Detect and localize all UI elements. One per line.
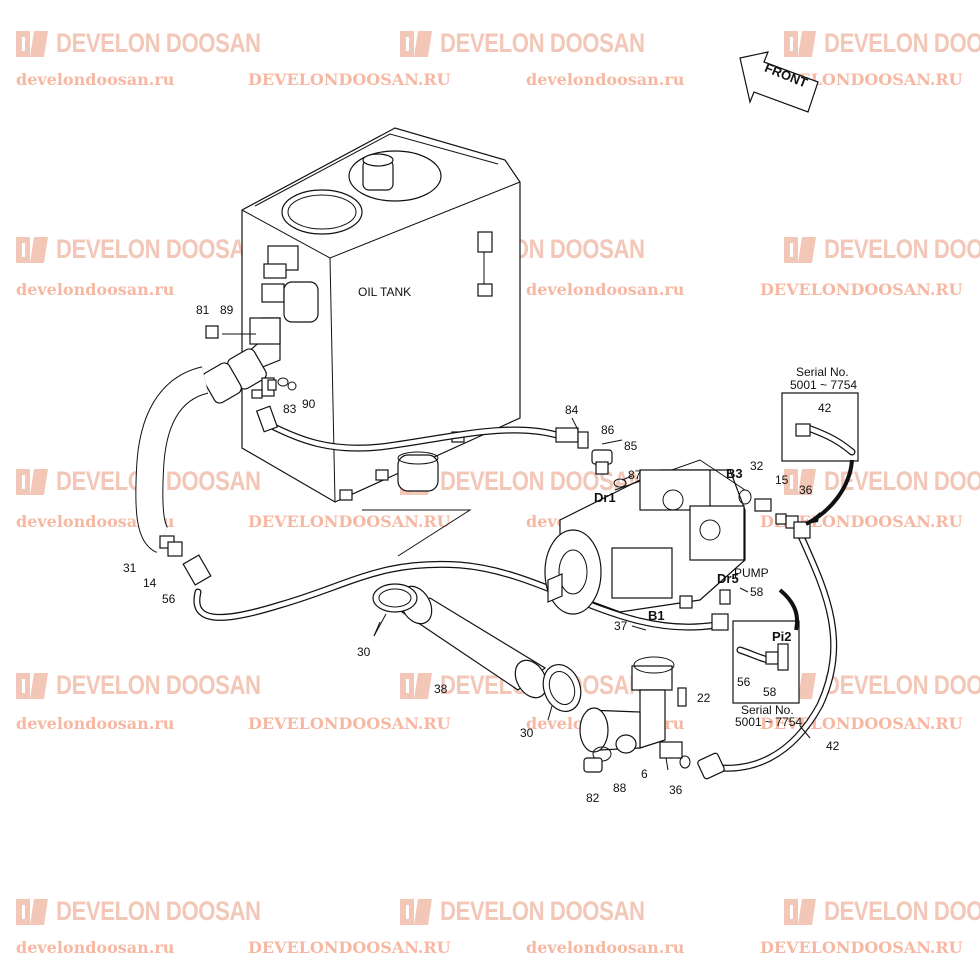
callout-6: 6	[641, 767, 648, 781]
watermark-url: develondoosan.ru	[16, 70, 175, 89]
watermark-url: develondoosan.ru	[16, 280, 175, 299]
pump-label: PUMP	[734, 566, 769, 580]
inset-serial-top: Serial No. 5001 ~ 7754	[781, 365, 859, 526]
tank-cover-plate	[281, 189, 363, 235]
callout-89: 89	[220, 303, 234, 317]
callout-32: 32	[750, 459, 764, 473]
callout-90: 90	[302, 397, 316, 411]
watermark-url: develondoosan.ru	[526, 280, 685, 299]
callout-37: 37	[614, 619, 628, 633]
serial-bottom-line1: Serial No.	[741, 703, 794, 717]
watermark-url: develondoosan.ru	[16, 938, 175, 957]
plug-82	[583, 757, 603, 773]
callout-38: 38	[434, 682, 448, 696]
callout-58: 58	[750, 585, 764, 599]
callout-42: 42	[826, 739, 840, 753]
suction-hose	[135, 366, 209, 553]
pump-flange	[544, 529, 602, 615]
pump-shaft	[547, 573, 563, 603]
hose-56	[159, 535, 731, 631]
watermark-url: develondoosan.ru	[16, 714, 175, 733]
port-b1: B1	[648, 608, 665, 623]
port-b3: B3	[726, 466, 743, 481]
callout-36: 36	[669, 783, 683, 797]
level-gauge	[477, 231, 493, 253]
callout-58: 58	[763, 685, 777, 699]
callout-84: 84	[565, 403, 579, 417]
callout-56: 56	[737, 675, 751, 689]
watermark-url: DEVELONDOOSAN.RU	[760, 280, 963, 299]
callout-87: 87	[628, 468, 642, 482]
callout-14: 14	[143, 576, 157, 590]
oil-tank-label: OIL TANK	[358, 285, 411, 299]
serial-bottom-line2: 5001 ~ 7754	[735, 715, 802, 729]
callout-88: 88	[613, 781, 627, 795]
filter-can	[362, 451, 472, 557]
port-dr1: Dr1	[594, 490, 616, 505]
serial-top-line1: Serial No.	[796, 365, 849, 379]
suction-tee-6	[579, 656, 691, 773]
callout-36: 36	[799, 483, 813, 497]
front-arrow: FRONT	[739, 51, 819, 113]
callout-31: 31	[123, 561, 137, 575]
o-ring-37	[633, 656, 675, 674]
hose-clamp	[542, 664, 582, 712]
serial-top-line2: 5001 ~ 7754	[790, 378, 857, 392]
callout-42: 42	[818, 401, 832, 415]
callout-30: 30	[520, 726, 534, 740]
watermark-url: develondoosan.ru	[526, 70, 685, 89]
leader-lines	[222, 333, 811, 771]
callout-22: 22	[697, 691, 711, 705]
port-dr5: Dr5	[717, 571, 739, 586]
watermark-url: DEVELONDOOSAN.RU	[248, 714, 451, 733]
callout-82: 82	[586, 791, 600, 805]
oil-tank: OIL TANK	[241, 127, 521, 503]
watermark-url: DEVELONDOOSAN.RU	[760, 512, 963, 531]
watermark-url: DEVELONDOOSAN.RU	[248, 938, 451, 957]
watermark-url: DEVELONDOOSAN.RU	[760, 938, 963, 957]
callout-15: 15	[775, 473, 789, 487]
port-pi2: Pi2	[772, 629, 792, 644]
suction-elbow	[202, 317, 281, 404]
hose-42	[697, 521, 838, 780]
hydraulic-pump: PUMP	[544, 459, 769, 615]
hose-clamp	[372, 583, 418, 613]
plug-81	[205, 325, 219, 339]
callout-56: 56	[162, 592, 176, 606]
suction-pipe-38	[399, 585, 548, 699]
callout-86: 86	[601, 423, 615, 437]
watermark-url: DEVELONDOOSAN.RU	[248, 70, 451, 89]
callout-81: 81	[196, 303, 210, 317]
watermark-url: develondoosan.ru	[16, 512, 175, 531]
watermark-url: DEVELONDOOSAN.RU	[248, 512, 451, 531]
inset-serial-bottom: Serial No. 5001 ~ 7754	[732, 588, 802, 729]
callout-85: 85	[624, 439, 638, 453]
callout-30: 30	[357, 645, 371, 659]
watermark-url: develondoosan.ru	[526, 938, 685, 957]
fitting-b3	[738, 489, 799, 529]
callout-83: 83	[283, 402, 297, 416]
bolt-22	[677, 687, 687, 707]
